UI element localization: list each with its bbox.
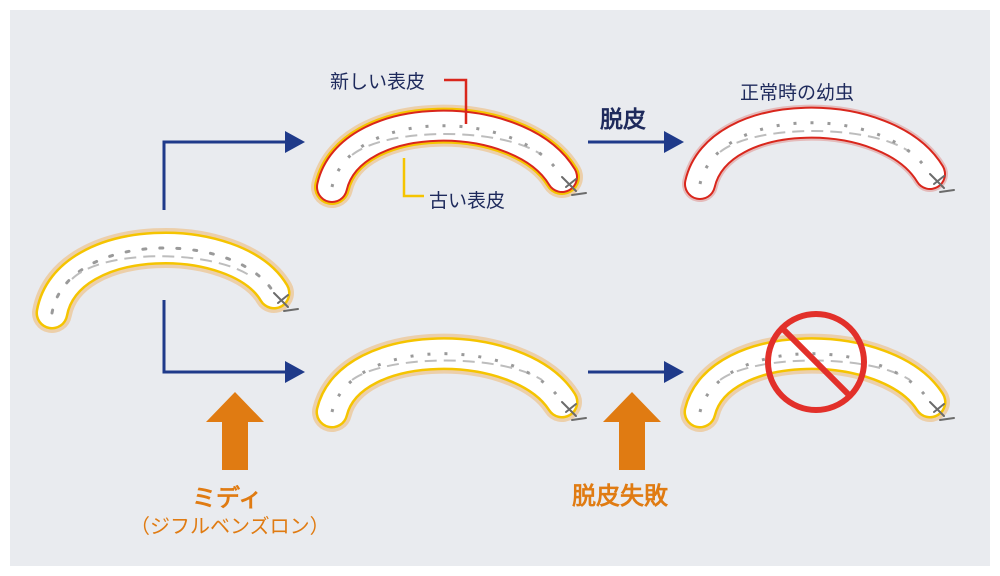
new-cuticle-leader xyxy=(444,78,468,124)
failure-arrow xyxy=(588,361,684,383)
product-name-label: ミディ xyxy=(192,484,263,512)
larva-icon xyxy=(312,333,587,432)
larva-icon xyxy=(311,104,587,208)
old-cuticle-leader xyxy=(402,158,424,198)
molt-failure-label: 脱皮失敗 xyxy=(572,482,668,510)
old-cuticle-label: 古い表皮 xyxy=(429,190,506,212)
normal-larva-label: 正常時の幼虫 xyxy=(740,82,855,104)
branch-arrow-up xyxy=(162,131,305,210)
up-arrow-icon xyxy=(206,392,264,470)
molting-label: 脱皮 xyxy=(600,107,646,133)
new-cuticle-label: 新しい表皮 xyxy=(330,71,426,93)
product-ingredient-label: （ジフルベンズロン） xyxy=(130,514,330,538)
prohibited-icon xyxy=(765,311,867,413)
branch-arrow-down xyxy=(162,300,305,383)
diagram-panel xyxy=(10,10,990,566)
larva-icon xyxy=(682,104,955,202)
larva-icon xyxy=(32,228,298,333)
up-arrow-icon xyxy=(603,392,661,470)
molting-arrow xyxy=(588,131,684,153)
